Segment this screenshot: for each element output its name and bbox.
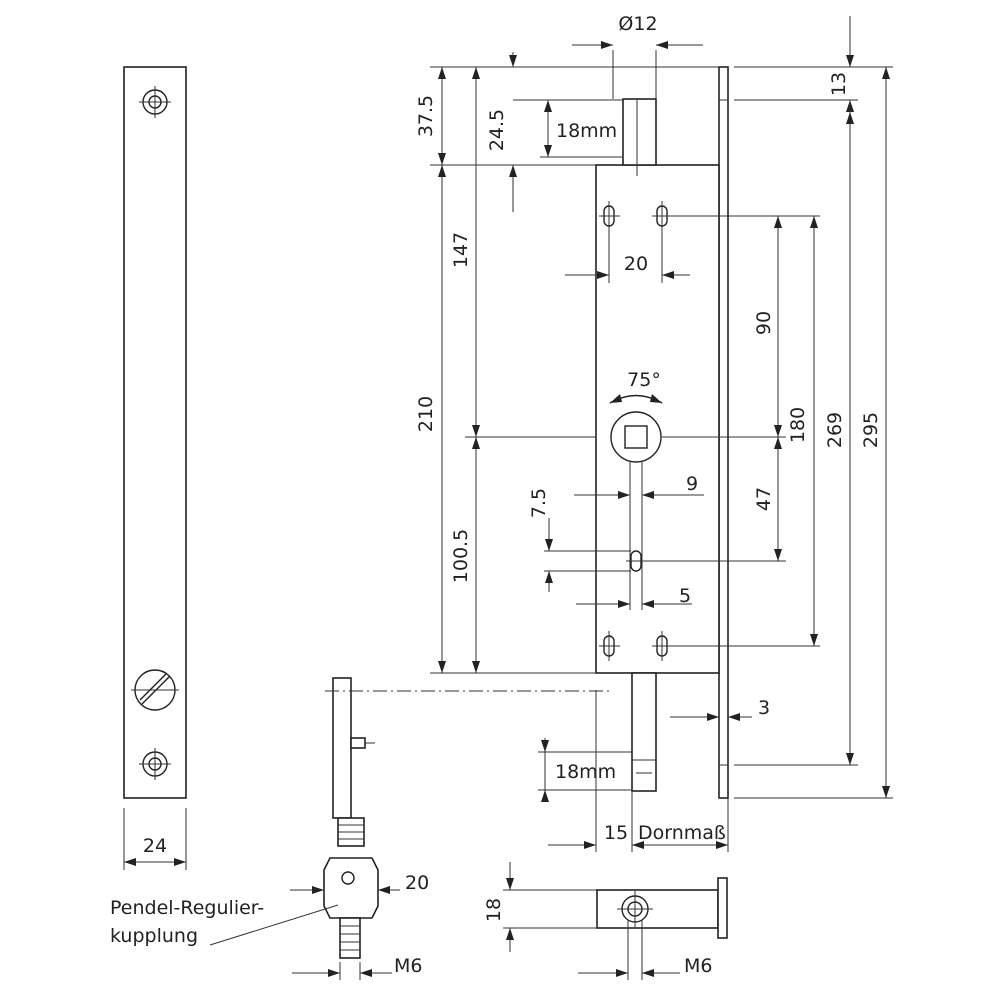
dim-bolt-travel-bottom: 18mm bbox=[538, 738, 632, 802]
dim-upper-holes-to-spindle: 90 bbox=[753, 216, 782, 437]
dim-overall-length: 295 bbox=[734, 67, 893, 799]
svg-text:7.5: 7.5 bbox=[528, 488, 550, 518]
svg-text:100.5: 100.5 bbox=[450, 529, 472, 583]
dim-bolt-diameter: Ø12 bbox=[572, 13, 703, 99]
strike-screw-slotted bbox=[131, 669, 179, 711]
spindle-hub bbox=[610, 411, 662, 463]
svg-text:Ø12: Ø12 bbox=[618, 13, 657, 35]
dim-upper-to-spindle: 147 bbox=[450, 67, 480, 437]
dim-faceplate-thickness: 3 bbox=[670, 697, 770, 721]
svg-text:180: 180 bbox=[787, 407, 809, 443]
dim-rod-hole-width: 5 bbox=[576, 571, 692, 610]
svg-text:269: 269 bbox=[824, 412, 846, 448]
coupling-assembly: 20 M6 Pendel-Regulier- kupplung bbox=[110, 677, 429, 980]
strike-width-label: 24 bbox=[143, 835, 167, 857]
svg-text:147: 147 bbox=[450, 232, 472, 268]
svg-text:210: 210 bbox=[415, 396, 437, 432]
svg-text:3: 3 bbox=[758, 697, 770, 719]
coupling-thread-label: M6 bbox=[394, 955, 422, 977]
dim-top-offset: 13 bbox=[734, 16, 893, 112]
dim-rod-hole-offset: 7.5 bbox=[528, 488, 631, 592]
svg-text:20: 20 bbox=[624, 253, 648, 275]
dim-spindle-rotation: 75° bbox=[609, 369, 663, 404]
strike-plate: 24 bbox=[123, 66, 187, 870]
bolt-section-view: 18 M6 bbox=[483, 862, 728, 980]
dim-hole-spacing: 20 bbox=[565, 226, 690, 283]
strike-screw-hole-top bbox=[139, 86, 171, 118]
coupling-width-label: 20 bbox=[405, 872, 429, 894]
dim-spindle-to-rod-hole: 47 bbox=[753, 437, 782, 561]
dim-bolt-offset: 24.5 bbox=[486, 52, 623, 212]
svg-text:18mm: 18mm bbox=[555, 761, 616, 783]
dim-backset: 15 Dornmaß bbox=[548, 690, 729, 852]
dim-bolt-travel-top: 18mm bbox=[540, 100, 623, 158]
svg-text:M6: M6 bbox=[684, 955, 712, 977]
dim-square-spindle: 9 bbox=[574, 462, 704, 500]
svg-text:75°: 75° bbox=[627, 369, 661, 391]
svg-text:13: 13 bbox=[828, 72, 850, 96]
coupling-name-line2: kupplung bbox=[110, 925, 198, 947]
svg-text:9: 9 bbox=[686, 473, 698, 495]
dim-fixing-holes-distance: 269 bbox=[734, 100, 858, 766]
dim-spindle-to-bottom-holes: 180 bbox=[787, 216, 818, 646]
case-hole-bottom-left bbox=[599, 631, 620, 661]
dim-spindle-to-bottom: 100.5 bbox=[450, 437, 480, 673]
dim-lock-body-length: 210 bbox=[415, 165, 446, 673]
strike-screw-hole-bottom bbox=[139, 748, 171, 780]
svg-text:Dornmaß: Dornmaß bbox=[638, 822, 726, 844]
svg-text:295: 295 bbox=[860, 412, 882, 448]
svg-text:90: 90 bbox=[753, 311, 775, 335]
svg-text:18: 18 bbox=[483, 898, 505, 922]
dim-bolt-top-extension: 37.5 bbox=[415, 67, 446, 165]
coupling-name-line1: Pendel-Regulier- bbox=[110, 897, 264, 919]
svg-text:24.5: 24.5 bbox=[486, 109, 508, 151]
svg-text:18mm: 18mm bbox=[556, 120, 617, 142]
svg-text:15: 15 bbox=[604, 822, 628, 844]
svg-text:47: 47 bbox=[753, 487, 775, 511]
svg-text:5: 5 bbox=[679, 585, 691, 607]
svg-text:37.5: 37.5 bbox=[415, 95, 437, 137]
lock-body bbox=[595, 66, 729, 799]
